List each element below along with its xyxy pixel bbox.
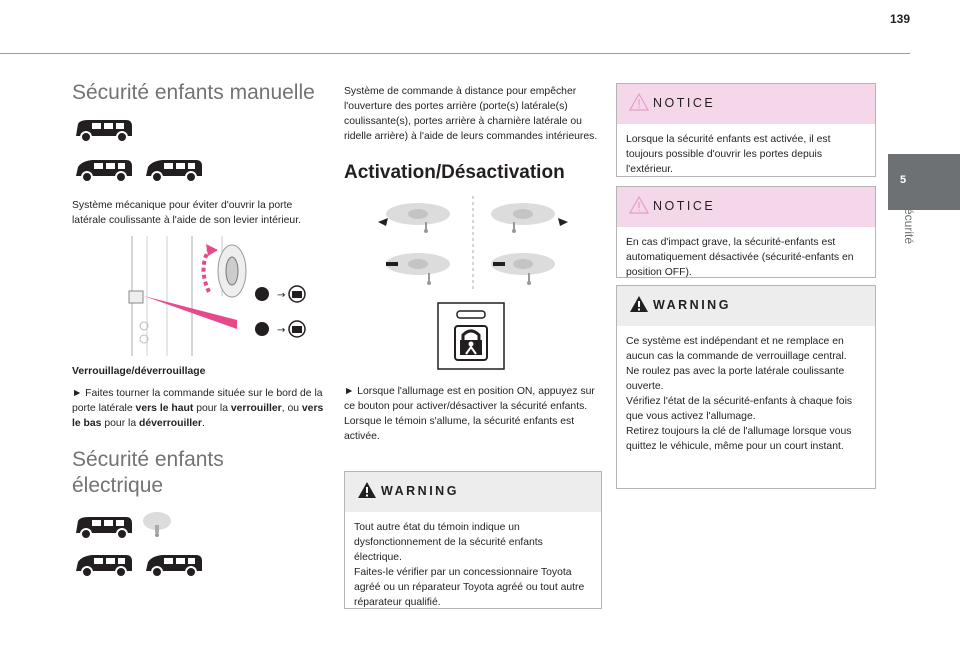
car-icon [146,555,202,578]
notice-box-header: NOTICE [617,187,875,227]
lock-heading: Verrouillage/déverrouillage [72,366,206,377]
notice-text: En cas d'impact grave, la sécurité-enfan… [626,237,854,278]
manual-intro: Système mécanique pour éviter d'ouvrir l… [72,200,301,226]
warning-triangle-icon [629,196,649,214]
notice-box-header: NOTICE [617,84,875,124]
steering-wheel-icon [378,203,450,233]
activation-heading: Activation/Désactivation [344,162,565,183]
warning-line: Faites-le vérifier par un concessionnair… [354,567,585,608]
car-icon [76,160,132,183]
chapter-tab [888,154,960,210]
column-2: Système de commande à distance pour empê… [344,80,600,444]
notice-title: NOTICE [653,199,716,213]
warning-box-header: WARNING [345,472,601,512]
section-title-electric: Sécurité enfants électrique [72,448,224,497]
door-lever-illustration: → → [72,236,312,356]
notice-text: Lorsque la sécurité enfants est activée,… [626,134,831,175]
van-icon [76,517,132,540]
child-lock-button-icon [437,302,505,370]
vehicle-icons-electric [72,507,324,587]
page-number: 139 [889,12,910,26]
notice-box-2: NOTICE En cas d'impact grave, la sécurit… [616,186,876,278]
vehicle-icons-manual [72,116,324,194]
svg-text:→: → [277,290,285,301]
activation-text: ► Lorsque l'allumage est en position ON,… [344,386,595,412]
van-icon [76,120,132,143]
header-rule [0,53,910,54]
warning-title: WARNING [381,484,459,498]
warning-line: Retirez toujours la clé de l'allumage lo… [626,426,852,452]
warning-triangle-icon [629,93,649,111]
warning-title: WARNING [653,298,731,312]
warning-box-general: WARNING Ce système est indépendant et ne… [616,285,876,489]
car-icon [146,160,202,183]
warning-triangle-icon [630,296,648,312]
column-1: Sécurité enfants manuelle Système mécani… [72,80,324,587]
section-title-manual: Sécurité enfants manuelle [72,81,315,104]
steering-wheel-icon [143,512,171,537]
warning-triangle-icon [358,482,376,498]
steering-wheel-icon [491,253,555,285]
warning-line: Ne roulez pas avec la porte latérale cou… [626,366,845,392]
notice-title: NOTICE [653,96,716,110]
steering-wheel-icon [491,203,568,233]
warning-box-electric: WARNING Tout autre état du témoin indiqu… [344,471,602,609]
notice-box-1: NOTICE Lorsque la sécurité enfants est a… [616,83,876,177]
chapter-number: 5 [899,174,907,186]
warning-line: Vérifiez l'état de la sécurité-enfants à… [626,396,853,422]
warning-line: Tout autre état du témoin indique un dys… [354,522,543,563]
warning-box-header: WARNING [617,286,875,326]
chapter-label: Sécurité [902,200,916,245]
car-icon [76,555,132,578]
lock-instructions: ► Faites tourner la commande située sur … [72,388,324,429]
electric-intro: Système de commande à distance pour empê… [344,86,598,142]
steering-wheel-diagrams [378,196,568,292]
svg-text:→: → [277,325,285,336]
steering-wheel-icon [386,253,450,285]
warning-line: Ce système est indépendant et ne remplac… [626,336,847,362]
indicator-text: Lorsque le témoin s'allume, la sécurité … [344,416,575,442]
